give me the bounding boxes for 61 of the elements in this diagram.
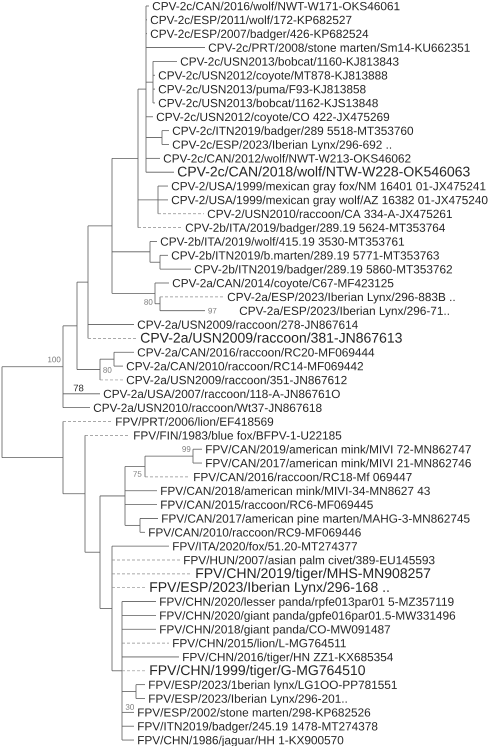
bootstrap-value: 99 xyxy=(182,446,190,452)
taxon-label: FPV/CHN/2018/giant panda/CO-MW091487 xyxy=(160,624,390,636)
taxon-label: FPV/CAN/2010/raccoon/RC9-MF069446 xyxy=(149,528,361,537)
taxon-label: CPV-2b/ITA/2019/wolf/415.19 3530-MT353761 xyxy=(160,237,404,246)
taxon-label: CPV-2a/USA/2007/raccoon/118-A-JN86761O xyxy=(104,389,340,398)
taxon-label: FPV/CHN/2020/giant panda/gpfe016par01.5-MW331496 xyxy=(160,611,456,622)
taxon-label: FPV/ESP/2002/stone marten/298-KP682526 xyxy=(138,708,370,717)
taxon-label: CPV-2c/USN2013/puma/F93-KJ813858 xyxy=(158,84,366,96)
bootstrap-value: 80 xyxy=(103,367,112,373)
bootstrap-value: 100 xyxy=(48,356,60,362)
taxon-label: FPV/ESP/2023/Iberian Lynx/296-168 .. xyxy=(150,582,389,595)
taxon-label: FPV/ITA/2020/fox/51.20-MT274377 xyxy=(173,542,357,550)
taxon-label: CPV-2c/ESP/2011/wolf/172-KP682527 xyxy=(150,16,352,24)
taxon-label: CPV-2a/USN2009/raccoon/278-JN867614 xyxy=(138,320,358,329)
taxon-label: CPV-2c/USN2013/bobcat/1160-KJ813843 xyxy=(180,57,399,66)
taxon-label: CPV-2b/ITN2019/badger/289.19 5860-MT353762 xyxy=(194,264,452,276)
taxon-label: CPV-2c/CAN/2016/wolf/NWT-W171-OKS46061 xyxy=(152,2,400,10)
taxon-label: CPV-2c/ESP/2007/badger/426-KP682524 xyxy=(150,29,368,40)
taxon-label: CPV-2a/USN2009/raccoon/381-JN867613 xyxy=(140,332,402,343)
taxon-label: CPV-2/USN2010/raccoon/CA 334-A-JX475261 xyxy=(208,209,452,218)
taxon-label: CPV-2a/USN2010/raccoon/Wt37-JN867618 xyxy=(94,403,322,412)
taxon-label: FPV/CAN/2016/raccoon/RC18-Mf 069447 xyxy=(194,472,412,482)
taxon-label: CPV-2a/CAN/2014/coyote/C67-MF423125 xyxy=(172,278,394,290)
taxon-label: FPV/CAN/2017/american mink/MIVI 21-MN862746 xyxy=(206,458,471,468)
bootstrap-value: 97 xyxy=(208,308,216,314)
taxon-label: FPV/CHN/2020/lesser panda/rpfe013par01 5-MZ357119 xyxy=(160,597,454,608)
taxon-label: CPV-2a/ESP/2023/Iberian Lynx/296-71.. xyxy=(240,306,449,318)
taxon-label: CPV-2c/PRT/2008/stone marten/Sm14-KU662351 xyxy=(208,43,470,52)
taxon-label: CPV-2a/CAN/2016/raccoon/RC20-MF069444 xyxy=(138,348,374,357)
bootstrap-value: 30 xyxy=(126,704,134,710)
taxon-label: FPV/CAN/2017/american pine marten/MAHG-3-MN862745 xyxy=(162,514,470,526)
taxon-label: CPV-2b/ITA/2019/badger/289.19 5624-MT353764 xyxy=(186,223,446,234)
bootstrap-value: 75 xyxy=(133,471,142,477)
taxon-label: CPV-2c/USN2013/bobcat/1162-KJS13848 xyxy=(158,98,378,108)
taxon-label: FPV/FIN/1983/blue fox/BFPV-1-U22185 xyxy=(134,431,342,440)
taxon-label: FPV/CAN/2015/raccoon/RC6-MF069445 xyxy=(161,500,373,509)
taxon-label: CPV-2b/ITN2019/b.marten/289.19 5771-MT353763 xyxy=(172,250,439,260)
taxon-label: FPV/PRT/2006/lion/EF418569 xyxy=(116,417,274,426)
bootstrap-value: 80 xyxy=(144,299,152,305)
taxon-label: FPV/CHN/1999/tiger/G-MG764510 xyxy=(150,664,365,678)
taxon-label: CPV-2/USA/1999/mexican gray wolf/AZ 16382 01-JX475240 xyxy=(172,196,488,207)
taxon-label: FPV/ESP/2023/Iberian Lynx/296-201.. xyxy=(149,694,347,706)
taxon-label: CPV-2c/CAN/2018/wolf/NTW-W228-OK546063 xyxy=(178,166,470,177)
taxon-label: FPV/CHN/2015/lion/L-MG764511 xyxy=(173,638,346,648)
taxon-label: CPV-2c/USN2012/coyote/MT878-KJ813888 xyxy=(158,70,388,82)
taxon-label: CPV-2c/CAN/2012/wolf/NWT-W213-OKS46062 xyxy=(164,154,410,163)
taxon-label: CPV-2a/ESP/2023/Iberian Lynx/296-883B .. xyxy=(228,292,455,304)
bootstrap-value: 78 xyxy=(74,384,84,392)
taxon-label: CPV-2/USA/1999/mexican gray fox/NM 16401 01-JX475241 xyxy=(172,182,486,193)
taxon-label: CPV-2c/ESP/2023/Iberian Lynx/296-692 .. xyxy=(172,140,392,152)
taxon-label: FPV/ITN2019/badger/245.19 1478-MT274378 xyxy=(138,722,378,733)
taxon-label: FPV/HUN/2007/asian palm civet/389-EU145593 xyxy=(184,556,434,567)
taxon-label: FPV/CHN/2019/tiger/MHS-MN908257 xyxy=(196,568,430,581)
taxon-label: CPV-2a/CAN/2010/raccoon/RC14-MF069442 xyxy=(126,362,363,370)
taxon-label: CPV-2a/USN2009/raccoon/351-JN867612 xyxy=(126,376,347,384)
taxon-label: FPV/CAN/2019/american mink/MIVI 72-MN862747 xyxy=(206,444,471,454)
taxon-label: FPV/ESP/2023/1berian lynx/LG1OO-PP781551 xyxy=(149,680,397,692)
taxon-label: CPV-2c/ITN2019/badger/289 5518-MT353760 xyxy=(172,126,414,138)
taxon-label: FPV/CAN/2018/american mink/MIVI-34-MN8627 43 xyxy=(161,486,430,496)
taxon-label: CPV-2c/USN2012/coyote/CO 422-JX475269 xyxy=(156,112,390,124)
taxon-label: FPV/CHN/2016/tiger/HN ZZ1-KX685354 xyxy=(183,652,393,664)
